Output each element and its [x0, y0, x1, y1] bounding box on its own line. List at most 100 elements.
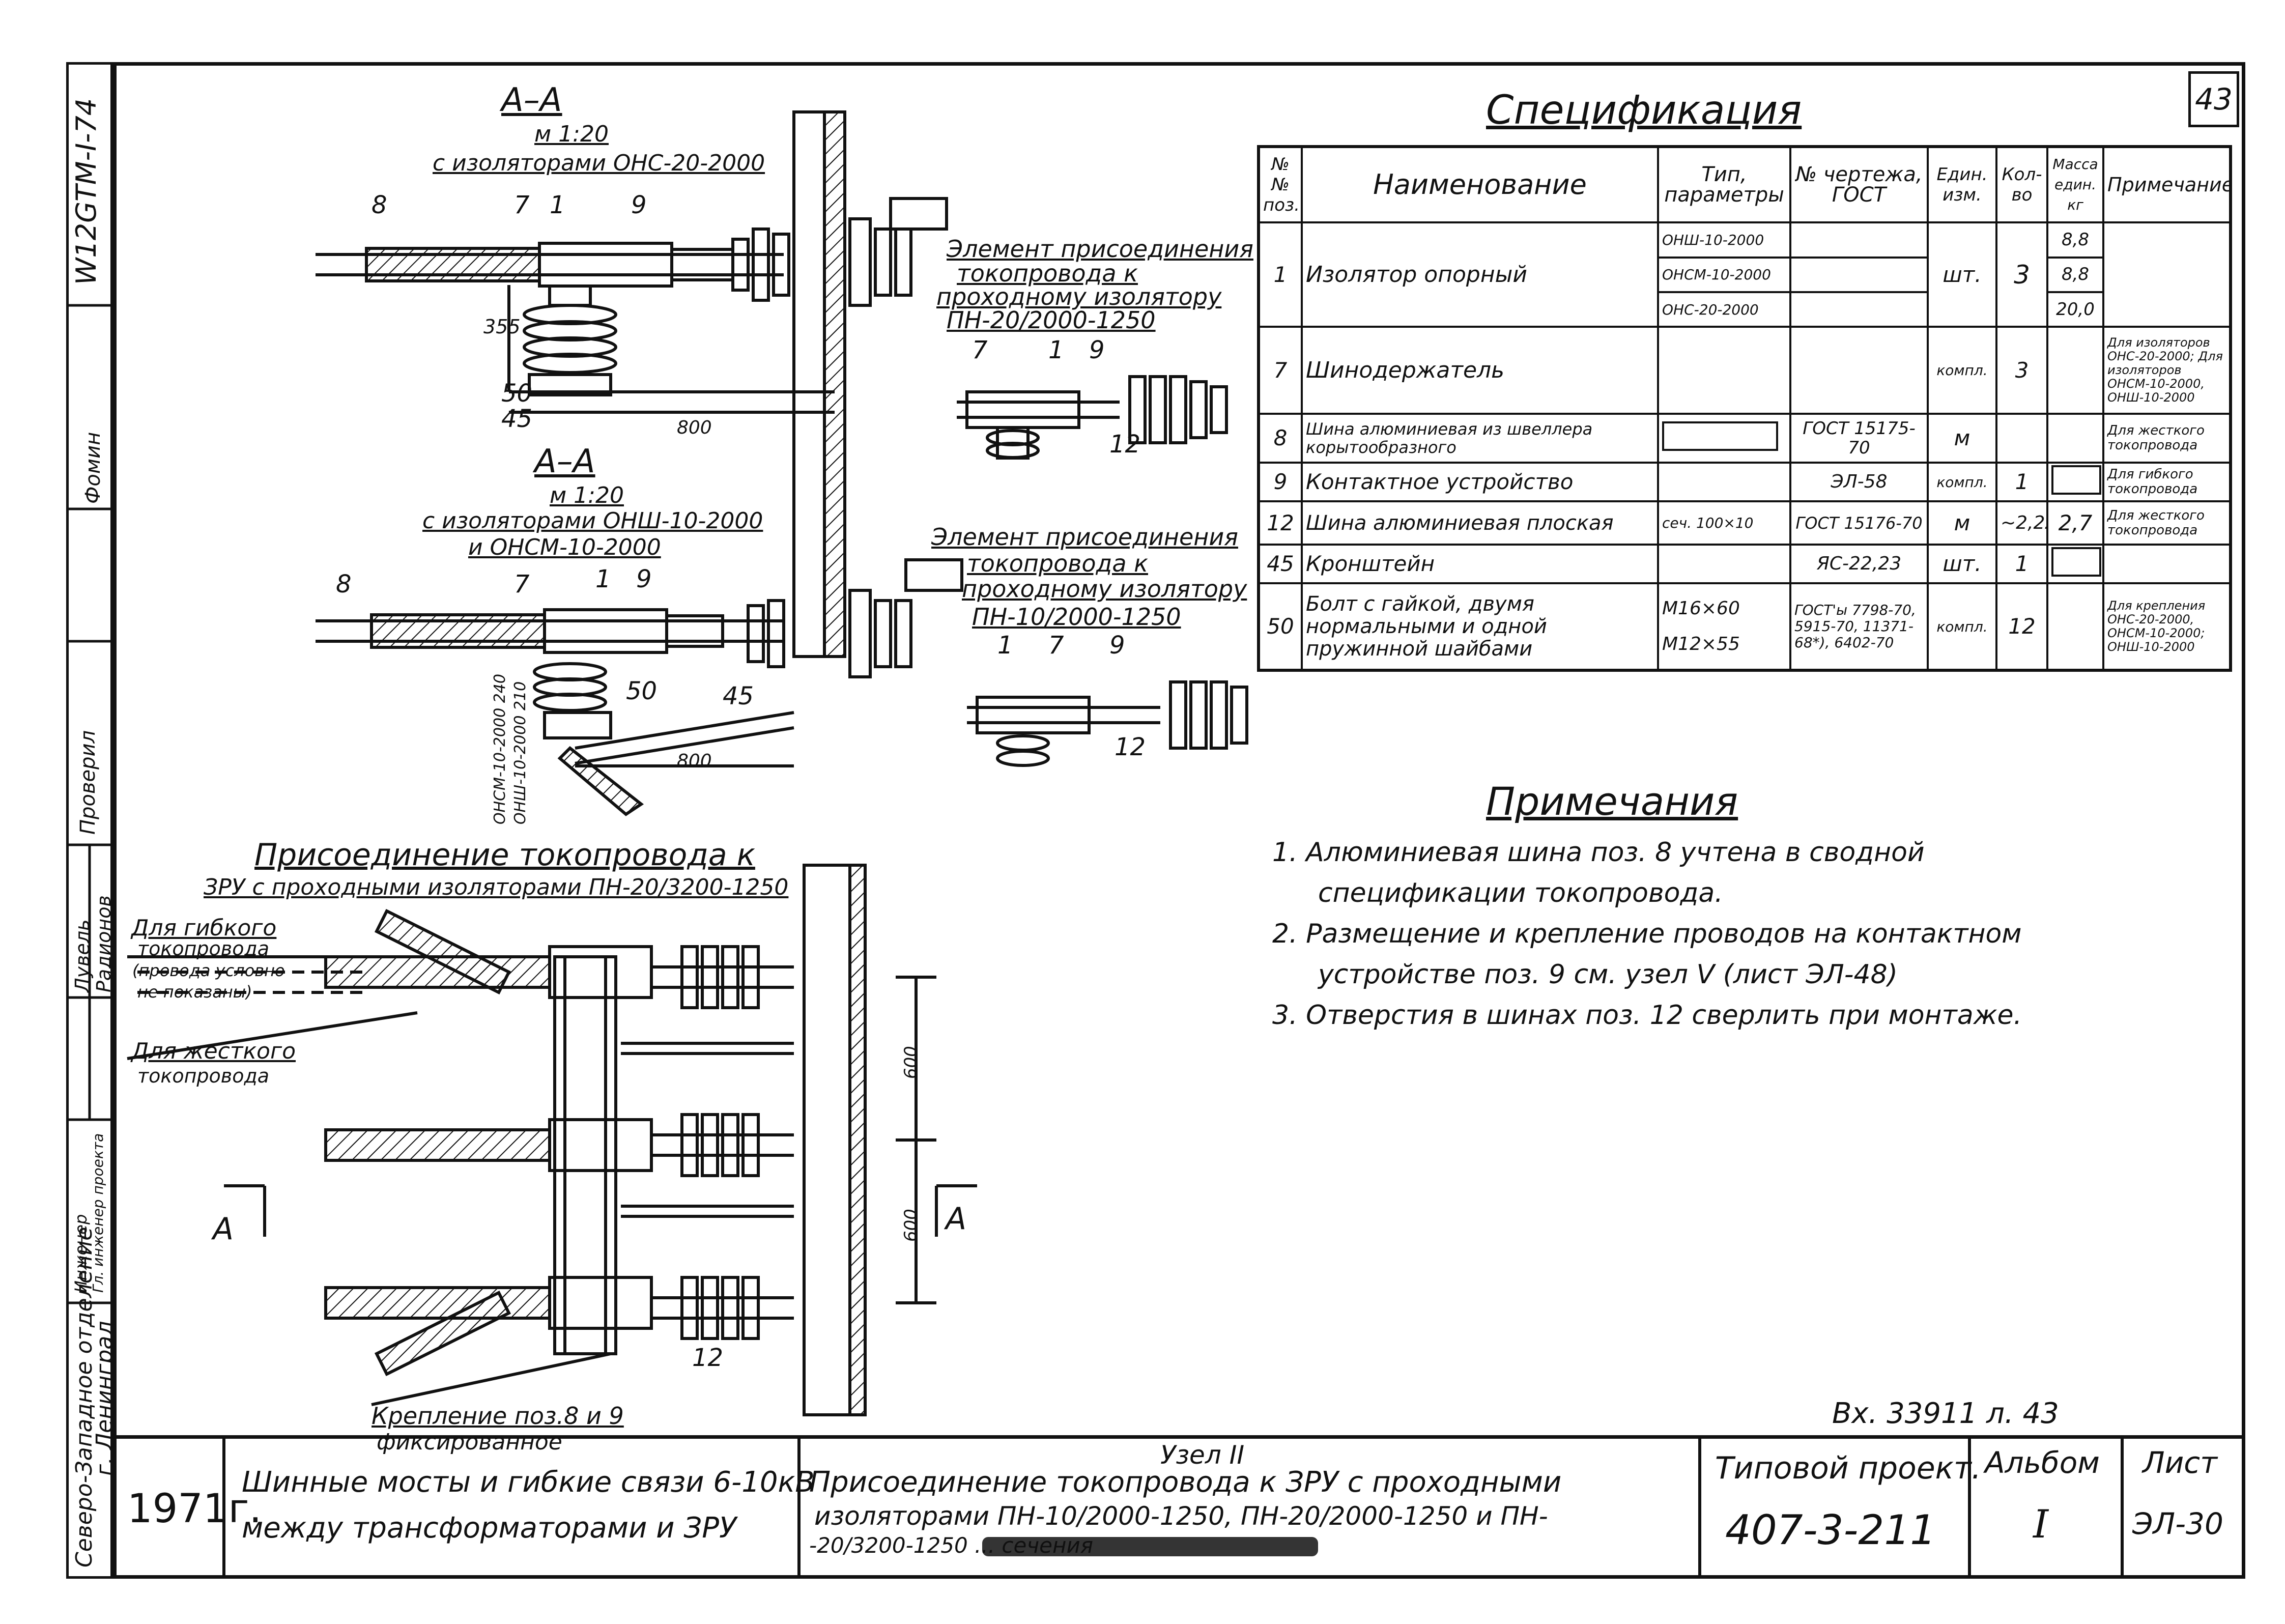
plan-label-12: 12	[692, 1344, 724, 1372]
year: 1971г.	[127, 1486, 262, 1532]
spec-header-unit: Един. изм.	[1927, 145, 1997, 224]
note-line-4: устройстве поз. 9 см. узел V (лист ЭЛ-48…	[1318, 959, 1898, 990]
table-row: 1 Изолятор опорный ОНШ-10-2000 шт. 3 8,8	[1258, 221, 2232, 328]
spec-cell-pos: 45	[1258, 544, 1303, 585]
element2-line2: токопровода к	[967, 550, 1148, 577]
spec-header-drawing: № чертежа, ГОСТ	[1789, 145, 1929, 224]
spec-cell-qty: 1	[1995, 544, 2048, 585]
spec-cell-note: Для жесткого токопровода	[2102, 413, 2232, 464]
spec-cell-type	[1657, 462, 1791, 502]
plan-flex-label1: Для гибкого	[131, 915, 277, 941]
title-block	[113, 1435, 2245, 1579]
table-row: 7 Шинодержатель компл. 3 Для изоляторов …	[1258, 326, 2232, 415]
spec-cell-unit: шт.	[1927, 221, 1997, 328]
spec-header-mass: Масса един. кг	[2046, 145, 2104, 224]
plan-rigid-label1: Для жесткого	[131, 1038, 296, 1064]
spec-cell-name: Изолятор опорный	[1301, 221, 1659, 328]
element1-label-9: 9	[1089, 336, 1105, 364]
spec-cell-type	[1657, 413, 1791, 464]
node-label: Узел II	[1160, 1440, 1245, 1470]
spec-cell-note: Для гибкого токопровода	[2102, 462, 2232, 502]
label-top-50: 50	[501, 379, 533, 408]
spec-cell-qty	[1995, 413, 2048, 464]
element1-label-1: 1	[1048, 336, 1064, 364]
project-title-1: Шинные мосты и гибкие связи 6-10кВ	[242, 1466, 815, 1499]
label-mid-9: 9	[636, 565, 652, 593]
left-stamp	[66, 62, 113, 1579]
notes-title: Примечания	[1486, 779, 1738, 824]
table-row: ОНСМ-10-2000 8,8	[1259, 256, 2231, 294]
spec-cell-drawing	[1789, 326, 1929, 415]
stamp-role-2: Инженер	[71, 1214, 91, 1293]
element2-label-9: 9	[1109, 631, 1125, 660]
album-number: I	[2033, 1501, 2049, 1547]
plan-dim1: 600	[901, 1046, 921, 1079]
spec-cell-mass	[2046, 326, 2104, 415]
section-top-title: А–А	[501, 81, 562, 119]
spec-table: №№ поз. Наименование Тип, параметры № че…	[1257, 145, 2232, 672]
spec-cell-mass	[2046, 582, 2104, 671]
project-title-2: между трансформаторами и ЗРУ	[242, 1512, 737, 1545]
label-top-8: 8	[372, 191, 387, 219]
stamp-name-3: Фомин	[81, 432, 105, 504]
spec-bolt-type-1: М16×60	[1662, 598, 1740, 619]
spec-header-note: Примечание	[2102, 145, 2232, 224]
spec-header-type: Тип, параметры	[1657, 145, 1791, 224]
spec-cell-drawing: ГОСТ 15175-70	[1789, 413, 1929, 464]
plan-section-mark-left: А	[213, 1211, 234, 1247]
note-line-1: 1. Алюминиевая шина поз. 8 учтена в свод…	[1272, 837, 1925, 868]
note-line-2: спецификации токопровода.	[1318, 878, 1723, 908]
label-mid-onsh: ОНШ-10-2000 210	[511, 681, 529, 824]
spec-cell-name: Шина алюминиевая плоская	[1301, 500, 1659, 546]
spec-cell-unit: м	[1927, 413, 1997, 464]
label-mid-onsm: ОНСМ-10-2000 240	[491, 674, 509, 824]
spec-cell-unit: компл.	[1927, 462, 1997, 502]
spec-cell-name: Шина алюминиевая из швеллера корытообраз…	[1301, 413, 1659, 464]
spec-cell-drawing: ГОСТ 15176-70	[1789, 500, 1929, 546]
section-top-scale: м 1:20	[534, 121, 609, 147]
label-top-1: 1	[550, 191, 565, 219]
sheet-code: ЭЛ-30	[2132, 1506, 2223, 1541]
spec-cell-mass: 8,8	[2046, 221, 2104, 259]
spec-cell-type: М16×60 М12×55	[1657, 582, 1791, 671]
plan-flex-label2: токопровода	[137, 937, 270, 960]
spec-header-name: Наименование	[1301, 145, 1659, 224]
spec-cell-mass: 20,0	[2046, 291, 2104, 328]
inventory-number: Вх. 33911 л. 43	[1832, 1397, 2059, 1430]
label-mid-8: 8	[336, 570, 352, 599]
plan-rigid-label2: токопровода	[137, 1065, 270, 1087]
spec-cell-unit: компл.	[1927, 326, 1997, 415]
spec-cell-note	[2102, 544, 2232, 585]
spec-cell-pos: 1	[1258, 221, 1303, 328]
spec-cell-qty: 3	[1995, 326, 2048, 415]
spec-cell-mass	[2046, 462, 2104, 502]
sheet-label: Лист	[2143, 1445, 2217, 1480]
stamp-code: W12GTM-I-74	[70, 98, 102, 285]
spec-cell-qty: ~2,22	[1995, 500, 2048, 546]
spec-cell-drawing	[1789, 256, 1929, 294]
sheet-number: 43	[2188, 71, 2239, 127]
spec-cell-mass: 8,8	[2046, 256, 2104, 294]
plan-flex-label3: (провода условно	[132, 961, 285, 980]
spec-cell-type	[1657, 544, 1791, 585]
spec-cell-drawing: ГОСТ'ы 7798-70, 5915-70, 11371-68*), 640…	[1789, 582, 1929, 671]
element1-line2: токопровода к	[957, 260, 1138, 287]
redaction-smudge	[982, 1537, 1318, 1556]
spec-cell-drawing: ЯС-22,23	[1789, 544, 1929, 585]
spec-cell-type: сеч. 100×10	[1657, 500, 1791, 546]
spec-cell-note: Для изоляторов ОНС-20-2000; Для изолятор…	[2102, 326, 2232, 415]
element2-line1: Элемент присоединения	[931, 523, 1238, 551]
label-mid-1: 1	[595, 565, 611, 593]
stamp-role-3: Гл. инженер проекта	[90, 1133, 106, 1293]
element1-label-12: 12	[1109, 430, 1141, 459]
section-mid-title: А–А	[534, 443, 595, 480]
label-top-9: 9	[631, 191, 647, 219]
spec-header-pos: №№ поз.	[1258, 145, 1303, 224]
spec-cell-type	[1657, 326, 1791, 415]
element2-label-12: 12	[1115, 733, 1146, 761]
spec-header-row: №№ поз. Наименование Тип, параметры № че…	[1258, 145, 2232, 224]
table-row: ОНС-20-2000 20,0	[1259, 291, 2231, 328]
stamp-name-2: Радионов	[93, 895, 115, 992]
plan-title1: Присоединение токопровода к	[254, 837, 755, 873]
label-top-800: 800	[677, 417, 712, 438]
